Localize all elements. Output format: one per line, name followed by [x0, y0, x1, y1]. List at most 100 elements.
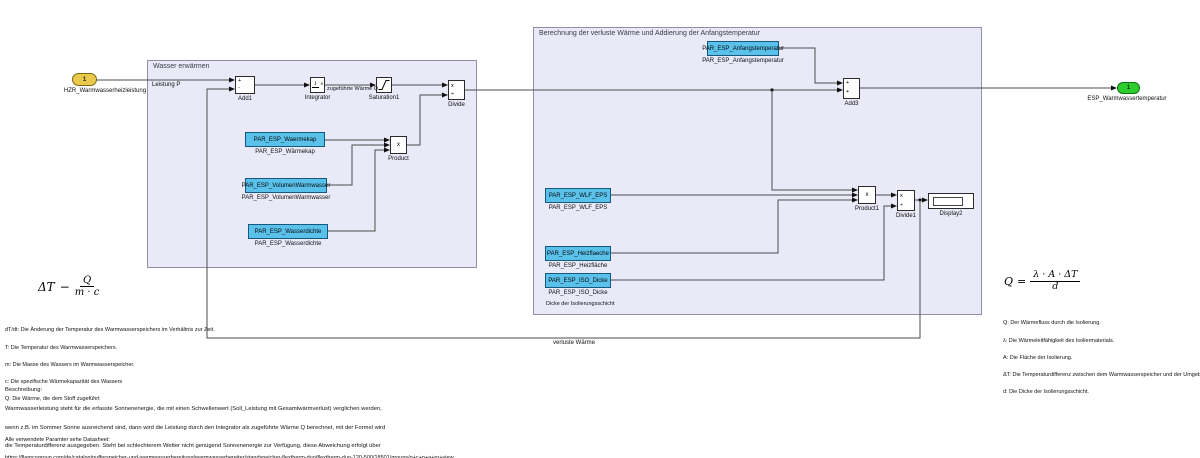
param-block-heizflaeche[interactable]: PAR_ESP_Heizflaeche: [545, 246, 611, 261]
sum-block-add1[interactable]: + -: [235, 76, 255, 94]
plus-sign-icon: +: [846, 80, 850, 86]
wire-verluste-feedback[interactable]: [206, 86, 921, 339]
note-line: ΔT: Die Temperaturdifferenz zwischen dem…: [1003, 371, 1200, 378]
param-text: PAR_ESP_Wasserdichte: [254, 228, 322, 235]
wire-product-to-divide[interactable]: [407, 92, 448, 146]
beschreibung-annotation: Beschreibung: Warmwasserleistung steht f…: [5, 375, 387, 458]
plus-sign-icon: +: [238, 78, 242, 84]
multiply-sign-icon: x: [865, 192, 869, 198]
wire-divide1-to-display2[interactable]: [915, 197, 928, 203]
block-label: Product: [388, 156, 409, 162]
param-text: PAR_ESP_ISO_Dicke: [548, 277, 608, 284]
wire-add1-to-integrator[interactable]: [255, 82, 310, 88]
block-label: Saturation1: [368, 95, 400, 101]
wire-heizflaeche-to-product1[interactable]: [611, 197, 858, 254]
note-line: λ: Die Wärmeleitfähigkeit des Isoliermat…: [1003, 337, 1115, 344]
note-line: die Temperaturdifferenz ausgegeben. Steh…: [5, 443, 381, 450]
wire-saturation-to-divide[interactable]: [392, 82, 448, 88]
signal-label-leistung: Leistung P: [152, 82, 181, 88]
integrator-icon: 1 s: [311, 81, 324, 89]
block-label: Integrator: [304, 95, 331, 101]
param-block-volumen-warmwasser[interactable]: PAR_ESP_VolumenWarmwasser: [242, 178, 330, 193]
formula-relation: −: [59, 279, 70, 294]
note-line: Q: Die Wärme, die dem Stoff zugeführt: [5, 395, 100, 402]
note-line: d: Die Dicke der Isolierungsschicht.: [1003, 388, 1089, 395]
param-text: PAR_ESP_Anfangstemperatur: [702, 45, 784, 52]
param-label: PAR_ESP_Heizfläche: [548, 263, 608, 269]
note-line: Alle verwendete Paramter sehe Datasheet:: [5, 437, 110, 444]
area-berechnung-verluste[interactable]: Berechnung der verluste Wärme und Addier…: [533, 27, 982, 315]
note-line: m: Die Masse des Wassers im Warmwassersp…: [5, 361, 135, 368]
minus-sign-icon: -: [238, 85, 240, 91]
param-text: PAR_ESP_Heizflaeche: [547, 250, 609, 257]
divide1-block[interactable]: x ÷: [897, 190, 915, 211]
wire-waermekap-to-product[interactable]: [325, 137, 390, 143]
beschreibung-title: Beschreibung:: [5, 387, 43, 394]
param-text: PAR_ESP_VolumenWarmwasser: [241, 182, 331, 189]
iso-dicke-note: Dicke der Isolierungsschicht: [546, 301, 615, 307]
display-value: [933, 197, 963, 206]
product1-block[interactable]: x: [858, 186, 876, 204]
param-text: PAR_ESP_WLF_EPS: [548, 192, 608, 199]
multiply-sign-icon: x: [397, 142, 400, 148]
formula-heat-loss: Q = λ · A · ΔT d: [1004, 269, 1081, 292]
note-line: https://flamcogroup.com/de/catalog/puffe…: [5, 454, 454, 458]
param-label: PAR_ESP_Anfangstemperatur: [702, 58, 784, 64]
sum-block-add3[interactable]: + +: [843, 78, 860, 99]
formula-lhs: ΔT: [38, 279, 55, 294]
param-block-wlf-eps[interactable]: PAR_ESP_WLF_EPS: [545, 188, 611, 203]
multiply-sign-icon: x: [900, 193, 903, 199]
wire-inport-to-add1[interactable]: [97, 77, 235, 83]
integrator-block[interactable]: 1 s: [310, 77, 325, 93]
note-line: Q: Der Wärmefluss durch die Isolierung.: [1003, 320, 1101, 327]
wire-volumen-to-product[interactable]: [327, 142, 390, 186]
fraction: Q m · c: [74, 275, 100, 298]
param-block-anfangstemperatur[interactable]: PAR_ESP_Anfangstemperatur: [702, 41, 784, 56]
note-line: T: Die Temperatur des Warmwasserspeicher…: [5, 344, 118, 351]
formula-lhs: Q: [1004, 274, 1014, 288]
wire-integrator-to-saturation[interactable]: [325, 82, 376, 88]
output-port-number: 1: [1126, 85, 1131, 91]
wire-wlf-to-product1[interactable]: [611, 192, 858, 198]
wire-product1-to-divide1[interactable]: [876, 192, 897, 198]
display-block[interactable]: [928, 193, 974, 209]
signal-label-zugefuehrte-waerme: zugeführte Wärme Q: [327, 86, 379, 92]
saturation-block[interactable]: [376, 77, 392, 93]
block-label: Display2: [939, 211, 963, 217]
output-port-label: ESP_Warmwassertemperatur: [1087, 96, 1167, 102]
formula-delta-t: ΔT − Q m · c: [38, 275, 99, 298]
area-title: Wasser erwärmen: [153, 63, 210, 70]
multiply-sign-icon: x: [451, 83, 454, 89]
product-block[interactable]: x: [390, 136, 407, 154]
saturation-icon: [378, 80, 390, 90]
fraction: λ · A · ΔT d: [1030, 269, 1081, 292]
wire-anfangstemperatur-to-add3[interactable]: [779, 47, 843, 86]
datasheet-annotation: Alle verwendete Paramter sehe Datasheet:…: [5, 427, 454, 458]
block-label: Divide1: [895, 213, 916, 219]
wire-wasserdichte-to-product[interactable]: [328, 147, 390, 232]
wire-branch-to-product1[interactable]: [771, 90, 858, 193]
formula-relation: =: [1017, 274, 1027, 288]
wire-iso-dicke-to-divide1[interactable]: [611, 203, 897, 281]
param-label: PAR_ESP_WLF_EPS: [548, 205, 608, 211]
wire-add3-to-outport[interactable]: [860, 85, 1117, 91]
block-label: Product1: [854, 206, 879, 212]
divide-block[interactable]: x ÷: [448, 80, 465, 100]
note-line: wenn z.B. im Sommer Sonne ausreichend si…: [5, 424, 386, 431]
output-port[interactable]: 1: [1117, 82, 1140, 94]
input-port-number: 1: [82, 76, 87, 83]
wire-divide-to-add3[interactable]: [465, 87, 843, 93]
param-block-iso-dicke[interactable]: PAR_ESP_ISO_Dicke: [545, 273, 611, 288]
param-label: PAR_ESP_Wärmekap: [255, 149, 315, 155]
note-line: c: Die spezifische Wärmekapazität des Wa…: [5, 378, 123, 385]
param-block-waermekap[interactable]: PAR_ESP_Waermekap: [245, 132, 325, 147]
divide-sign-icon: ÷: [900, 202, 904, 208]
param-text: PAR_ESP_Waermekap: [253, 136, 317, 143]
note-line: Warmwasserleistung steht für die erfasst…: [5, 406, 382, 413]
area-title: Berechnung der verluste Wärme und Addier…: [539, 30, 761, 37]
formula-right-notes: Q: Der Wärmefluss durch die Isolierung. …: [1003, 310, 1200, 407]
input-port[interactable]: 1: [72, 73, 97, 86]
param-block-wasserdichte[interactable]: PAR_ESP_Wasserdichte: [248, 224, 328, 239]
